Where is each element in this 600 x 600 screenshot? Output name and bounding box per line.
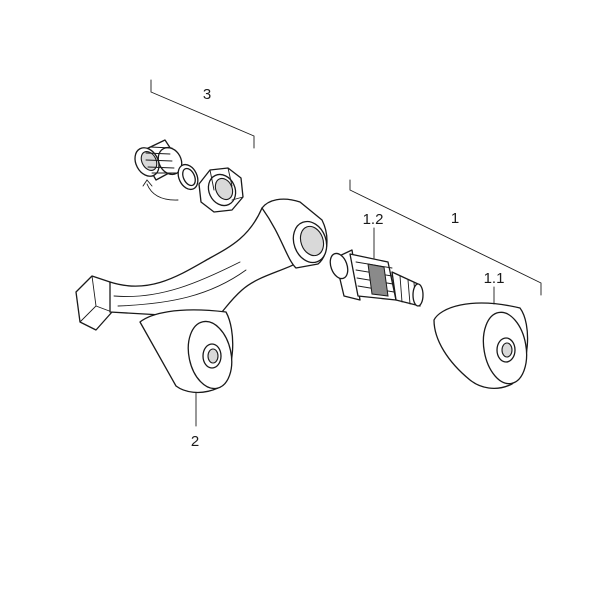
mixer-body-part — [75, 198, 328, 394]
bracket-group-1 — [349, 179, 542, 296]
eccentric-adapter-part — [134, 139, 183, 181]
label-part-2: 2 — [191, 433, 199, 450]
rotation-arrow-icon — [142, 179, 179, 201]
bracket-group-3 — [150, 79, 255, 149]
o-ring-part — [177, 163, 199, 191]
label-part-1-1: 1.1 — [484, 270, 505, 287]
cartridge-headpart-part — [329, 249, 424, 307]
handle-cap-part — [433, 302, 529, 390]
hex-nut-part — [198, 167, 244, 213]
label-part-1-2: 1.2 — [363, 211, 384, 228]
label-group-1: 1 — [451, 210, 459, 227]
label-group-3: 3 — [203, 86, 211, 103]
